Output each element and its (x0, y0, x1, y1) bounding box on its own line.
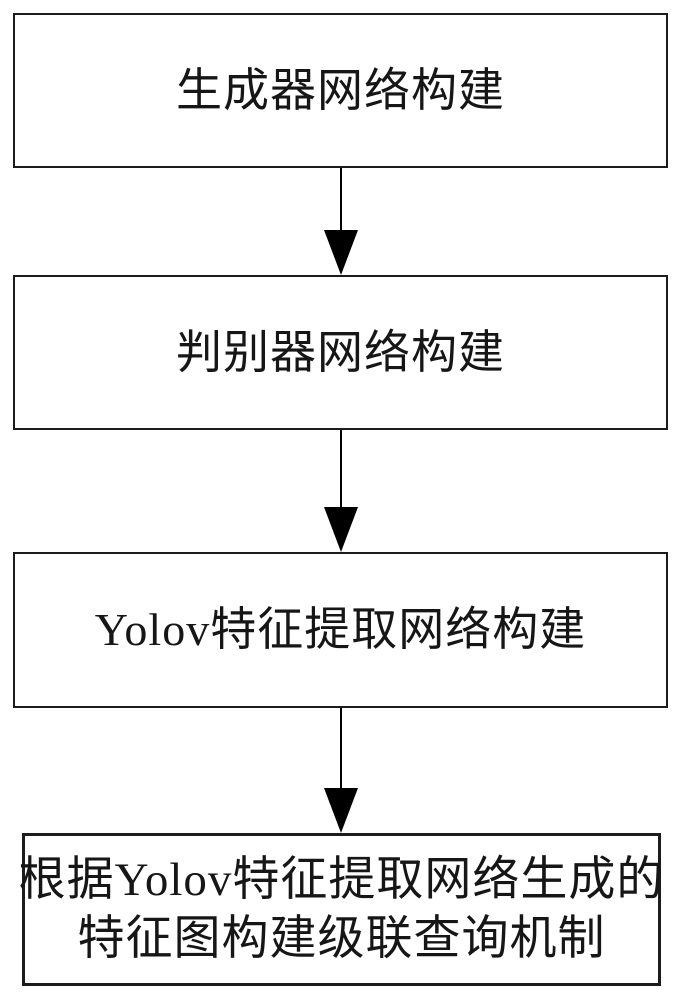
flow-step-label: 生成器网络构建 (176, 64, 505, 116)
flow-step-label-line2: 特征图构建级联查询机制 (77, 912, 606, 965)
arrow-shaft (340, 168, 342, 230)
arrow-down-icon (324, 230, 358, 275)
flow-step-label: 判别器网络构建 (176, 326, 505, 378)
flow-step-label: Yolov特征提取网络构建 (94, 604, 587, 655)
flow-step-label-line1: 根据Yolov特征提取网络生成的 (18, 853, 665, 906)
flow-step-discriminator-network: 判别器网络构建 (13, 275, 668, 430)
flow-arrow-2 (324, 430, 358, 552)
flow-step-generator-network: 生成器网络构建 (13, 13, 668, 168)
flow-arrow-3 (324, 708, 358, 833)
flow-arrow-1 (324, 168, 358, 275)
arrow-shaft (340, 708, 342, 788)
arrow-shaft (340, 430, 342, 507)
arrow-down-icon (324, 507, 358, 552)
flow-step-yolov-feature-network: Yolov特征提取网络构建 (13, 552, 668, 708)
flow-step-cascade-query-mechanism: 根据Yolov特征提取网络生成的 特征图构建级联查询机制 (19, 833, 663, 986)
arrow-down-icon (324, 788, 358, 833)
